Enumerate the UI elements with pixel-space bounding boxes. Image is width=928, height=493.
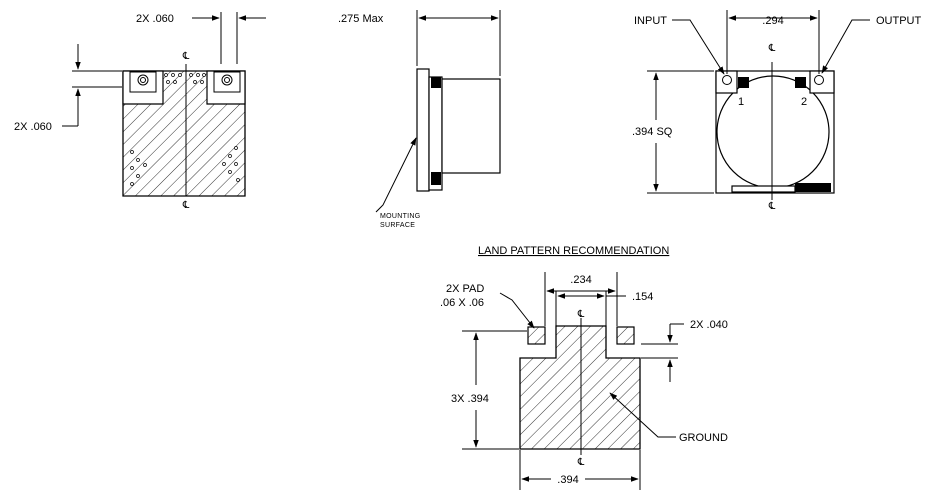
top-view-left-pad-area <box>122 70 164 105</box>
bottom-view: 1 2 ℄ ℄ .294 INPUT OUTPUT .394 SQ <box>632 10 922 212</box>
bottom-view-centerline-bottom: ℄ <box>768 201 776 212</box>
pin-2-label: 2 <box>801 96 807 108</box>
side-view-height-dim: .275 Max <box>338 13 384 25</box>
pin-spacing-dim: .294 <box>762 15 783 27</box>
side-view-substrate <box>416 68 430 192</box>
land-centerline-top: ℄ <box>577 309 585 320</box>
output-label: OUTPUT <box>876 15 922 27</box>
input-label: INPUT <box>634 15 667 27</box>
side-view: .275 Max MOUNTING SURFACE <box>338 10 501 229</box>
land-pattern-title: LAND PATTERN RECOMMENDATION <box>478 245 669 257</box>
top-view-pad-width-dim: 2X .060 <box>136 13 174 25</box>
pad-spacing-dim: .234 <box>570 274 591 286</box>
pad-label-line1: 2X PAD <box>446 283 484 295</box>
pad-label-line2: .06 X .06 <box>440 297 484 309</box>
mounting-surface-label-line1: MOUNTING <box>380 213 421 220</box>
ground-label: GROUND <box>679 432 728 444</box>
bottom-view-lead-2 <box>795 77 806 88</box>
height-dim: 3X .394 <box>451 393 489 405</box>
land-centerline-bottom: ℄ <box>577 457 585 468</box>
top-view-centerline-top: ℄ <box>182 51 190 62</box>
size-dim: .394 SQ <box>632 126 673 138</box>
top-view-right-pad-area <box>206 70 246 105</box>
half-spacing-dim: .154 <box>632 291 653 303</box>
mounting-surface-label-line2: SURFACE <box>380 222 415 229</box>
top-view-left-pin <box>137 74 149 86</box>
land-pattern: LAND PATTERN RECOMMENDATION ℄ ℄ 2X PAD .… <box>440 245 728 490</box>
top-view-vias <box>130 73 240 186</box>
bottom-view-centerline-top: ℄ <box>768 43 776 54</box>
top-view-centerline-bottom: ℄ <box>182 200 190 211</box>
land-pad-right <box>616 326 635 345</box>
input-pin <box>722 75 732 85</box>
land-pad-left <box>527 326 546 345</box>
top-view-pad-height-dim: 2X .060 <box>14 121 52 133</box>
top-view-right-pin <box>221 74 233 86</box>
output-pin <box>814 75 824 85</box>
gap-dim: 2X .040 <box>690 319 728 331</box>
bottom-view-lead-1 <box>738 77 749 88</box>
ground-pad <box>519 325 641 450</box>
top-view: ℄ ℄ 2X .060 2X .060 <box>14 12 266 211</box>
side-view-top-lead <box>431 77 441 88</box>
width-dim: .394 <box>557 474 578 486</box>
bottom-view-ground-tab <box>795 183 831 192</box>
side-view-bottom-lead <box>431 172 441 185</box>
pin-1-label: 1 <box>738 96 744 108</box>
side-view-cover <box>441 78 501 174</box>
